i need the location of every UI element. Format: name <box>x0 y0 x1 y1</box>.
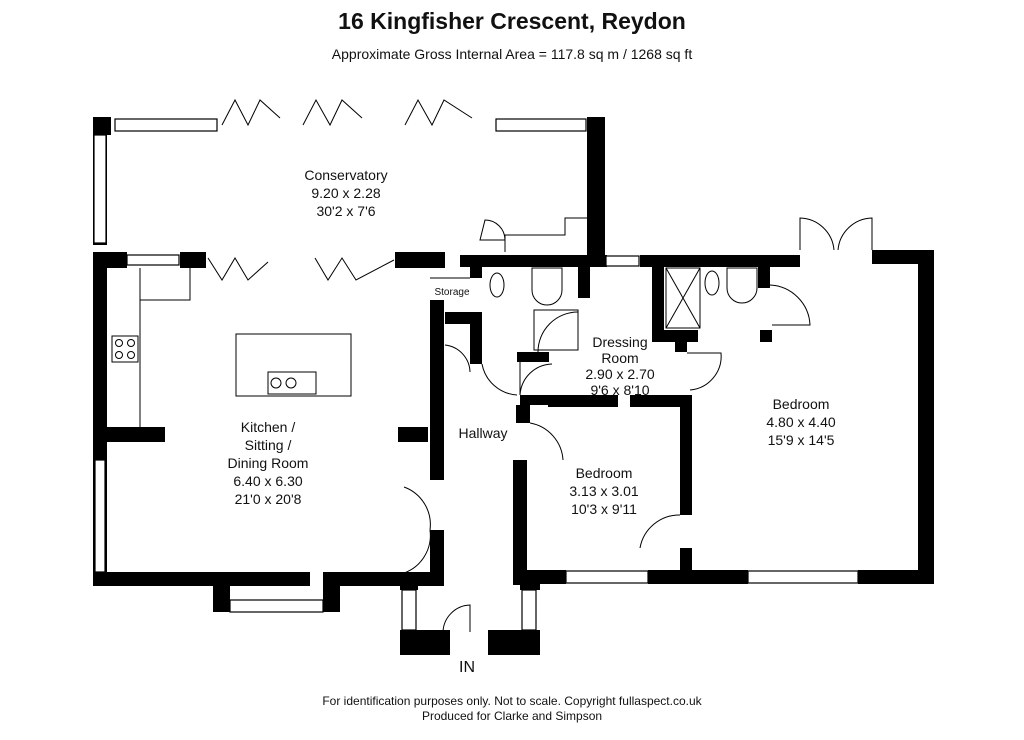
kitchen-line1: Kitchen / <box>241 419 296 435</box>
bedroom-small-name: Bedroom <box>576 465 633 481</box>
bedroom-small-metric: 3.13 x 3.01 <box>569 483 638 499</box>
kitchen-line2: Sitting / <box>245 437 292 453</box>
bedroom-large-imperial: 15'9 x 14'5 <box>768 432 835 448</box>
dressing-line2: Room <box>601 350 638 366</box>
plan-footer: For identification purposes only. Not to… <box>0 694 1024 724</box>
dressing-line1: Dressing <box>592 334 647 350</box>
room-labels: Conservatory 9.20 x 2.28 30'2 x 7'6 Kitc… <box>228 167 836 676</box>
copyright-text: For identification purposes only. Not to… <box>322 694 702 708</box>
walls <box>93 117 934 655</box>
doors-and-fixtures <box>111 98 873 633</box>
storage-name: Storage <box>434 287 469 298</box>
bedroom-small-imperial: 10'3 x 9'11 <box>571 501 637 517</box>
plan-title: 16 Kingfisher Crescent, Reydon <box>338 8 686 34</box>
entrance-label: IN <box>459 659 475 676</box>
bedroom-large-metric: 4.80 x 4.40 <box>766 414 835 430</box>
dressing-imperial: 9'6 x 8'10 <box>590 382 649 398</box>
producer-text: Produced for Clarke and Simpson <box>421 709 603 723</box>
conservatory-metric: 9.20 x 2.28 <box>311 185 380 201</box>
plan-area: Approximate Gross Internal Area = 117.8 … <box>331 46 693 62</box>
conservatory-imperial: 30'2 x 7'6 <box>316 203 375 219</box>
windows <box>93 118 859 631</box>
kitchen-line3: Dining Room <box>228 455 309 471</box>
dressing-metric: 2.90 x 2.70 <box>585 366 654 382</box>
kitchen-metric: 6.40 x 6.30 <box>233 473 302 489</box>
hallway-name: Hallway <box>458 425 507 441</box>
kitchen-imperial: 21'0 x 20'8 <box>235 491 302 507</box>
conservatory-name: Conservatory <box>304 167 387 183</box>
bedroom-large-name: Bedroom <box>773 396 830 412</box>
